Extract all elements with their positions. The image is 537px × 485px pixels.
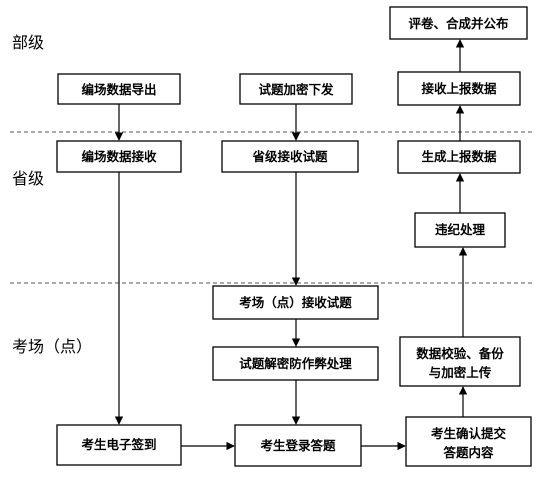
svg-text:考生确认提交: 考生确认提交 xyxy=(431,426,507,441)
node-receive-reported: 接收上报数据 xyxy=(397,71,521,106)
svg-text:数据校验、备份: 数据校验、备份 xyxy=(415,346,504,361)
node-generate-report: 生成上报数据 xyxy=(397,140,521,174)
svg-text:违纪处理: 违纪处理 xyxy=(435,222,486,237)
svg-text:考生电子签到: 考生电子签到 xyxy=(81,437,156,452)
svg-text:省级接收试题: 省级接收试题 xyxy=(251,149,328,164)
svg-text:答题内容: 答题内容 xyxy=(443,445,494,460)
svg-text:编场数据接收: 编场数据接收 xyxy=(81,149,157,164)
svg-text:试题解密防作弊处理: 试题解密防作弊处理 xyxy=(239,356,352,371)
node-login-answer: 考生登录答题 xyxy=(234,424,362,467)
node-seat-receive: 编场数据接收 xyxy=(56,140,182,173)
node-confirm-submit: 考生确认提交 答题内容 xyxy=(405,416,532,467)
node-site-receive-paper: 考场（点）接收试题 xyxy=(212,285,379,320)
svg-text:生成上报数据: 生成上报数据 xyxy=(421,149,497,164)
level-label-province: 省级 xyxy=(12,169,44,188)
node-paper-encrypt-issue: 试题加密下发 xyxy=(239,73,353,105)
level-label-ministry: 部级 xyxy=(12,33,44,52)
svg-text:考场（点）接收试题: 考场（点）接收试题 xyxy=(239,295,352,310)
svg-text:考生登录答题: 考生登录答题 xyxy=(260,438,336,453)
svg-text:评卷、合成并公布: 评卷、合成并公布 xyxy=(408,16,509,31)
node-violation-handling: 违纪处理 xyxy=(414,212,506,248)
svg-text:接收上报数据: 接收上报数据 xyxy=(421,81,497,96)
node-sign-in: 考生电子签到 xyxy=(56,424,182,466)
node-verify-backup-encrypt: 数据校验、备份 与加密上传 xyxy=(399,336,521,387)
node-seat-export: 编场数据导出 xyxy=(57,73,181,105)
node-province-receive-paper: 省级接收试题 xyxy=(221,140,359,173)
node-decrypt-anticheat: 试题解密防作弊处理 xyxy=(212,346,379,381)
svg-text:编场数据导出: 编场数据导出 xyxy=(81,82,156,97)
node-grade-publish: 评卷、合成并公布 xyxy=(389,6,528,40)
svg-text:与加密上传: 与加密上传 xyxy=(429,365,492,380)
level-label-site: 考场（点） xyxy=(12,337,92,356)
svg-text:试题加密下发: 试题加密下发 xyxy=(258,82,334,97)
